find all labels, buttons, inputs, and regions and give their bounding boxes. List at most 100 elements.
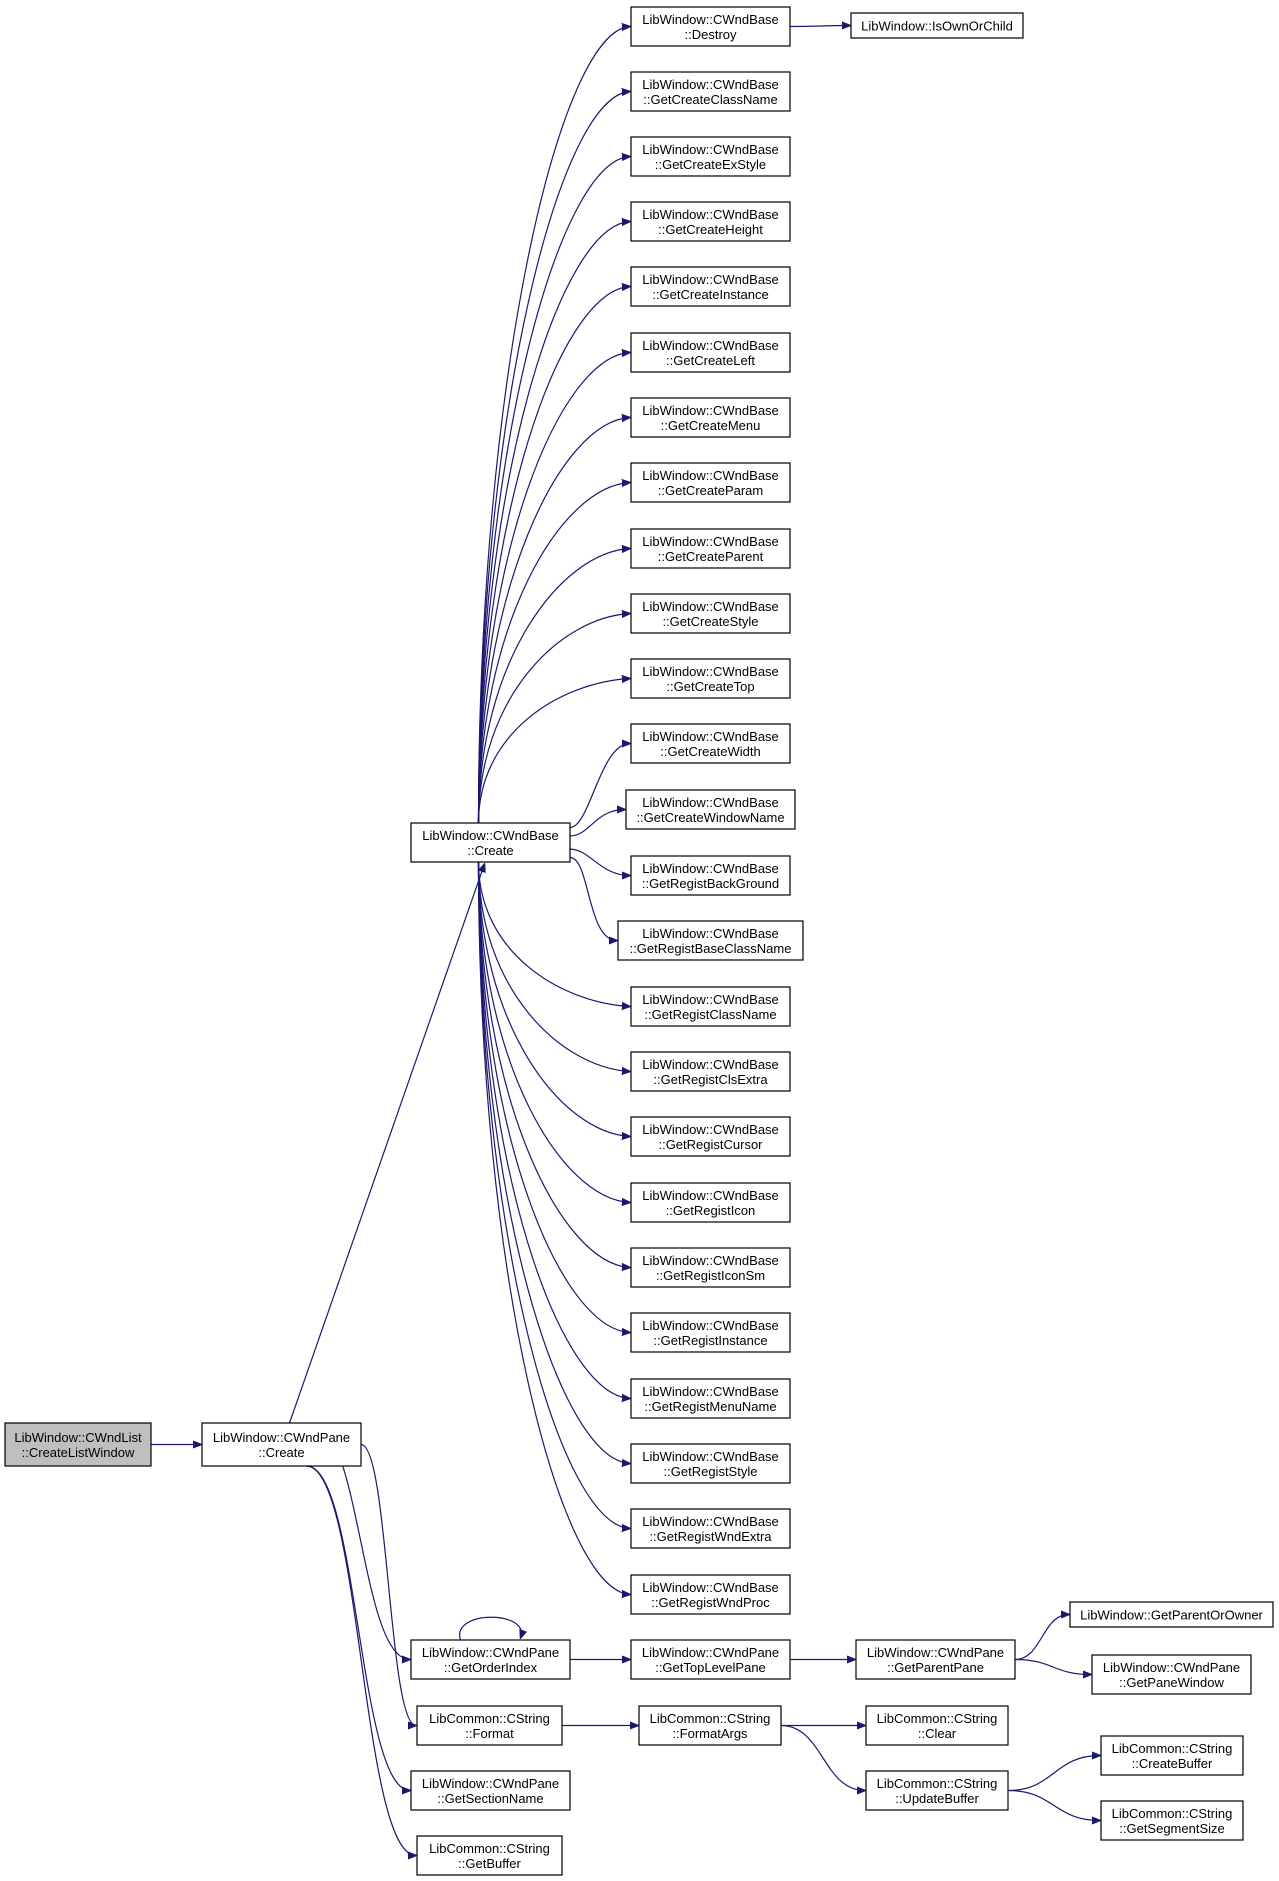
node-label: LibWindow::CWndPane (213, 1430, 350, 1445)
node-label: ::GetOrderIndex (444, 1660, 538, 1675)
node-label: ::GetRegistWndExtra (649, 1529, 772, 1544)
node-grbackground[interactable]: LibWindow::CWndBase::GetRegistBackGround (630, 855, 791, 896)
node-box (410, 822, 571, 863)
node-label: LibCommon::CString (1112, 1806, 1233, 1821)
node-label: LibWindow::CWndBase (642, 729, 779, 744)
edge-formatargs-to-updatebuffer (780, 1724, 865, 1791)
edge-base_create-to-grclsextra (477, 861, 631, 1072)
node-layer: LibWindow::CWndList::CreateListWindowLib… (4, 6, 1274, 1876)
node-gcwindowname[interactable]: LibWindow::CWndBase::GetCreateWindowName (625, 789, 796, 830)
edge-base_create-to-gcheight (477, 222, 631, 824)
node-label: LibWindow::CWndBase (642, 534, 779, 549)
node-gcinstance[interactable]: LibWindow::CWndBase::GetCreateInstance (630, 266, 791, 307)
node-grclassname[interactable]: LibWindow::CWndBase::GetRegistClassName (630, 986, 791, 1027)
node-label: LibWindow::CWndBase (642, 992, 779, 1007)
node-box (630, 71, 791, 112)
node-label: LibCommon::CString (877, 1711, 998, 1726)
node-label: LibWindow::CWndBase (642, 272, 779, 287)
node-clear[interactable]: LibCommon::CString::Clear (865, 1705, 1009, 1746)
node-label: LibWindow::CWndList (14, 1430, 142, 1445)
node-gcheight[interactable]: LibWindow::CWndBase::GetCreateHeight (630, 201, 791, 242)
node-box (416, 1835, 563, 1876)
node-updatebuffer[interactable]: LibCommon::CString::UpdateBuffer (865, 1770, 1009, 1811)
node-label: LibWindow::CWndBase (642, 1253, 779, 1268)
node-box (630, 1443, 791, 1484)
node-box (630, 201, 791, 242)
node-getparentorowner[interactable]: LibWindow::GetParentOrOwner (1069, 1601, 1274, 1628)
node-label: ::GetCreateWindowName (636, 810, 784, 825)
edge-base_create-to-gcstyle (477, 614, 631, 824)
node-grstyle[interactable]: LibWindow::CWndBase::GetRegistStyle (630, 1443, 791, 1484)
node-gettoplevelpane[interactable]: LibWindow::CWndPane::GetTopLevelPane (630, 1639, 791, 1680)
node-label: LibWindow::CWndBase (642, 1580, 779, 1595)
node-label: LibWindow::CWndBase (642, 12, 779, 27)
node-label: ::GetCreateInstance (652, 287, 768, 302)
node-gcexstyle[interactable]: LibWindow::CWndBase::GetCreateExStyle (630, 136, 791, 177)
node-createbuffer[interactable]: LibCommon::CString::CreateBuffer (1100, 1735, 1244, 1776)
node-box (630, 136, 791, 177)
node-label: ::UpdateBuffer (895, 1791, 979, 1806)
node-gcmenu[interactable]: LibWindow::CWndBase::GetCreateMenu (630, 397, 791, 438)
node-label: ::FormatArgs (672, 1726, 748, 1741)
node-label: ::GetRegistCursor (658, 1137, 763, 1152)
node-gcclassname[interactable]: LibWindow::CWndBase::GetCreateClassName (630, 71, 791, 112)
node-label: ::GetRegistBaseClassName (630, 941, 792, 956)
node-grmenuname[interactable]: LibWindow::CWndBase::GetRegistMenuName (630, 1378, 791, 1419)
node-label: ::GetCreateLeft (666, 353, 755, 368)
node-getbuffer[interactable]: LibCommon::CString::GetBuffer (416, 1835, 563, 1876)
edge-updatebuffer-to-createbuffer (1007, 1756, 1100, 1792)
node-label: ::GetCreateExStyle (655, 157, 766, 172)
node-grbaseclassname[interactable]: LibWindow::CWndBase::GetRegistBaseClassN… (617, 920, 804, 961)
node-label: ::GetSectionName (437, 1791, 543, 1806)
node-label: LibWindow::IsOwnOrChild (861, 19, 1013, 34)
node-box (1100, 1800, 1244, 1841)
node-box (855, 1639, 1016, 1680)
node-grwndproc[interactable]: LibWindow::CWndBase::GetRegistWndProc (630, 1574, 791, 1615)
node-label: ::GetRegistIconSm (656, 1268, 765, 1283)
node-grclsextra[interactable]: LibWindow::CWndBase::GetRegistClsExtra (630, 1051, 791, 1092)
node-label: ::GetPaneWindow (1119, 1675, 1224, 1690)
node-box (1100, 1735, 1244, 1776)
node-format[interactable]: LibCommon::CString::Format (416, 1705, 563, 1746)
node-box (1069, 1601, 1274, 1628)
node-grcursor[interactable]: LibWindow::CWndBase::GetRegistCursor (630, 1116, 791, 1157)
edge-pane_create-to-base_create (288, 864, 485, 1424)
node-label: LibWindow::CWndBase (642, 338, 779, 353)
edge-base_create-to-gcwindowname (569, 810, 625, 837)
node-getpanewindow[interactable]: LibWindow::CWndPane::GetPaneWindow (1091, 1654, 1252, 1695)
edge-base_create-to-grbackground (569, 848, 630, 875)
node-gricon[interactable]: LibWindow::CWndBase::GetRegistIcon (630, 1182, 791, 1223)
node-gcparent[interactable]: LibWindow::CWndBase::GetCreateParent (630, 528, 791, 569)
node-base_create[interactable]: LibWindow::CWndBase::Create (410, 822, 571, 863)
node-grwndextra[interactable]: LibWindow::CWndBase::GetRegistWndExtra (630, 1508, 791, 1549)
node-label: LibCommon::CString (429, 1841, 550, 1856)
node-formatargs[interactable]: LibCommon::CString::FormatArgs (638, 1705, 782, 1746)
node-label: LibCommon::CString (429, 1711, 550, 1726)
node-gctop[interactable]: LibWindow::CWndBase::GetCreateTop (630, 658, 791, 699)
node-getparentpane[interactable]: LibWindow::CWndPane::GetParentPane (855, 1639, 1016, 1680)
node-gcleft[interactable]: LibWindow::CWndBase::GetCreateLeft (630, 332, 791, 373)
edge-base_create-to-gcparent (477, 549, 631, 824)
edge-layer (151, 26, 1100, 1856)
node-label: LibWindow::CWndBase (642, 1122, 779, 1137)
node-gcstyle[interactable]: LibWindow::CWndBase::GetCreateStyle (630, 593, 791, 634)
node-box (630, 1182, 791, 1223)
node-label: ::Clear (918, 1726, 957, 1741)
node-gcwidth[interactable]: LibWindow::CWndBase::GetCreateWidth (630, 723, 791, 764)
node-getsegmentsize[interactable]: LibCommon::CString::GetSegmentSize (1100, 1800, 1244, 1841)
node-pane_create[interactable]: LibWindow::CWndPane::Create (201, 1422, 362, 1467)
node-grinstance[interactable]: LibWindow::CWndBase::GetRegistInstance (630, 1312, 791, 1353)
edge-pane_create-to-getsectionname (306, 1465, 411, 1791)
node-destroy[interactable]: LibWindow::CWndBase::Destroy (630, 6, 791, 47)
node-label: LibWindow::CWndBase (642, 403, 779, 418)
node-root[interactable]: LibWindow::CWndList::CreateListWindow (4, 1422, 152, 1467)
node-getorderindex[interactable]: LibWindow::CWndPane::GetOrderIndex (410, 1639, 571, 1680)
node-gcparam[interactable]: LibWindow::CWndBase::GetCreateParam (630, 462, 791, 503)
node-griconsm[interactable]: LibWindow::CWndBase::GetRegistIconSm (630, 1247, 791, 1288)
node-isownorchild[interactable]: LibWindow::IsOwnOrChild (850, 12, 1024, 39)
node-label: ::GetRegistInstance (653, 1333, 767, 1348)
node-label: LibWindow::CWndBase (422, 828, 559, 843)
node-getsectionname[interactable]: LibWindow::CWndPane::GetSectionName (410, 1770, 571, 1811)
node-label: ::GetCreateClassName (643, 92, 777, 107)
